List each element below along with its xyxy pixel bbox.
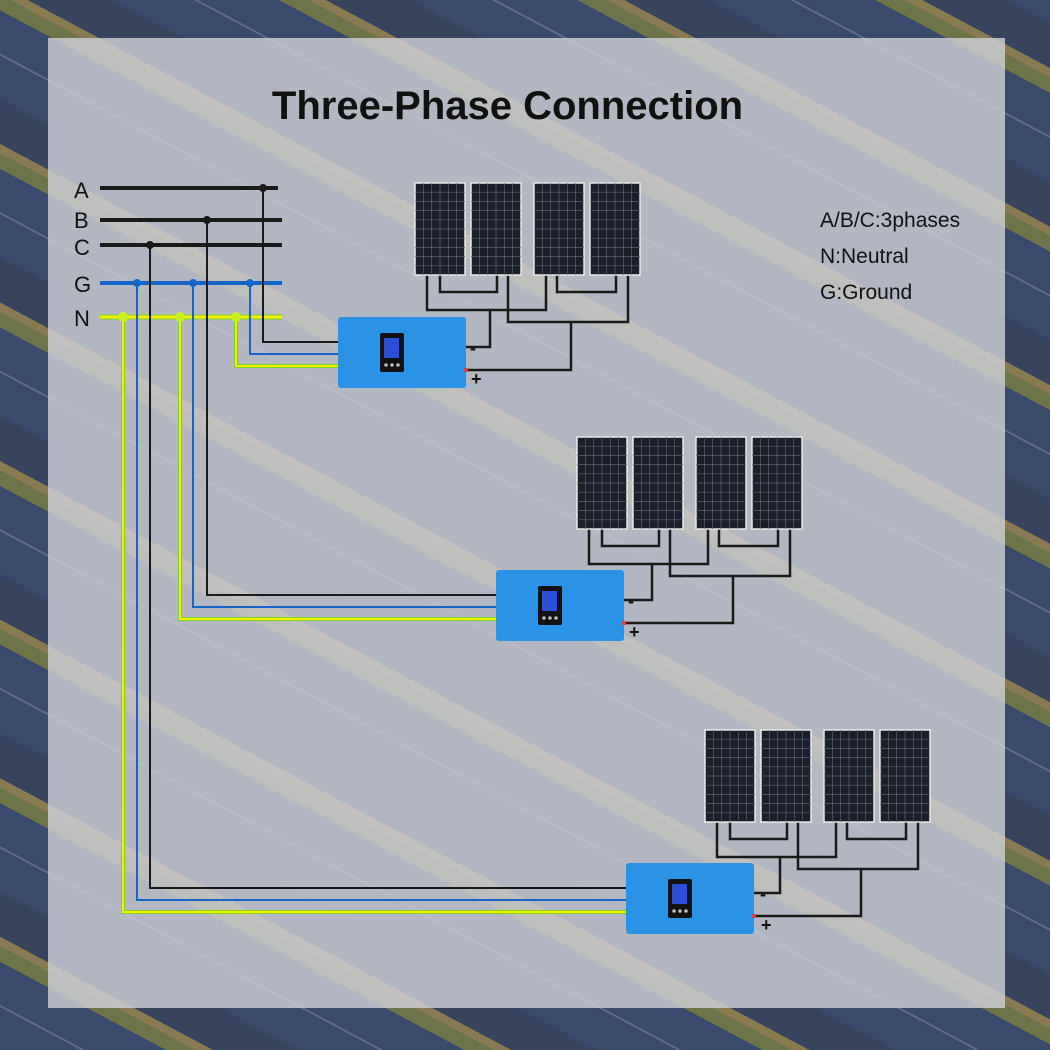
- inverter-2-minus: -: [628, 591, 634, 611]
- phase-wire-3: [149, 245, 628, 889]
- neutral-wire-2: [179, 317, 498, 620]
- dc-wire: [587, 529, 710, 566]
- ground-wire-2: [192, 283, 498, 608]
- positive-terminal: [622, 621, 626, 625]
- inverter-button: [554, 616, 558, 620]
- junction-dot: [231, 312, 241, 322]
- bus-label-a: A: [74, 178, 89, 203]
- junction-dot: [259, 184, 267, 192]
- bus-label-n: N: [74, 306, 90, 331]
- inverter-button: [396, 363, 400, 367]
- phase-wire-2: [206, 220, 498, 596]
- inverter-1-plus: +: [471, 369, 482, 389]
- inverter-button: [684, 909, 688, 913]
- inverter-button: [548, 616, 552, 620]
- junction-dot: [146, 241, 154, 249]
- legend-neutral: N:Neutral: [820, 245, 909, 268]
- junction-dot: [118, 312, 128, 322]
- positive-terminal: [464, 368, 468, 372]
- junction-dot: [189, 279, 197, 287]
- ground-wire-3: [136, 283, 628, 901]
- junction-dot: [133, 279, 141, 287]
- dc-wire: [600, 529, 661, 548]
- inverter-button: [384, 363, 388, 367]
- junction-dot: [246, 279, 254, 287]
- dc-wire: [506, 275, 630, 324]
- dc-wire: [425, 275, 548, 312]
- dc-wire: [555, 275, 618, 294]
- dc-positive-wire: [466, 322, 573, 372]
- dc-negative-wire: [466, 310, 492, 349]
- legend-ground: G:Ground: [820, 281, 913, 304]
- legend-phases: A/B/C:3phases: [820, 209, 961, 232]
- bus-label-g: G: [74, 272, 92, 297]
- dc-negative-wire: [754, 857, 782, 895]
- inverter-2-plus: +: [629, 622, 640, 642]
- inverter-button: [672, 909, 676, 913]
- ground-wire-1: [249, 283, 340, 355]
- positive-terminal: [752, 914, 756, 918]
- inverter-screen: [672, 884, 687, 904]
- bus-label-c: C: [74, 235, 90, 260]
- dc-positive-wire: [624, 576, 735, 625]
- dc-wire: [728, 822, 789, 841]
- inverter-screen: [542, 591, 557, 611]
- dc-wire: [796, 822, 920, 871]
- neutral-wire-3: [122, 317, 628, 913]
- junction-dot: [175, 312, 185, 322]
- inverter-button: [542, 616, 546, 620]
- phase-wire-1: [262, 188, 340, 343]
- diagram-title: Three-Phase Connection: [271, 84, 744, 128]
- dc-wire: [717, 529, 780, 548]
- inverter-3-minus: -: [760, 884, 766, 904]
- dc-positive-wire: [754, 869, 863, 918]
- inverter-1-minus: -: [470, 338, 476, 358]
- dc-negative-wire: [624, 564, 654, 602]
- junction-dot: [203, 216, 211, 224]
- dc-wire: [438, 275, 499, 294]
- dc-wire: [845, 822, 908, 841]
- neutral-wire-1: [235, 317, 340, 367]
- dc-wire: [668, 529, 792, 578]
- bus-label-b: B: [74, 208, 89, 233]
- inverter-3-plus: +: [761, 915, 772, 935]
- inverter-button: [390, 363, 394, 367]
- inverter-screen: [384, 338, 399, 358]
- inverter-button: [678, 909, 682, 913]
- dc-wire: [715, 822, 838, 859]
